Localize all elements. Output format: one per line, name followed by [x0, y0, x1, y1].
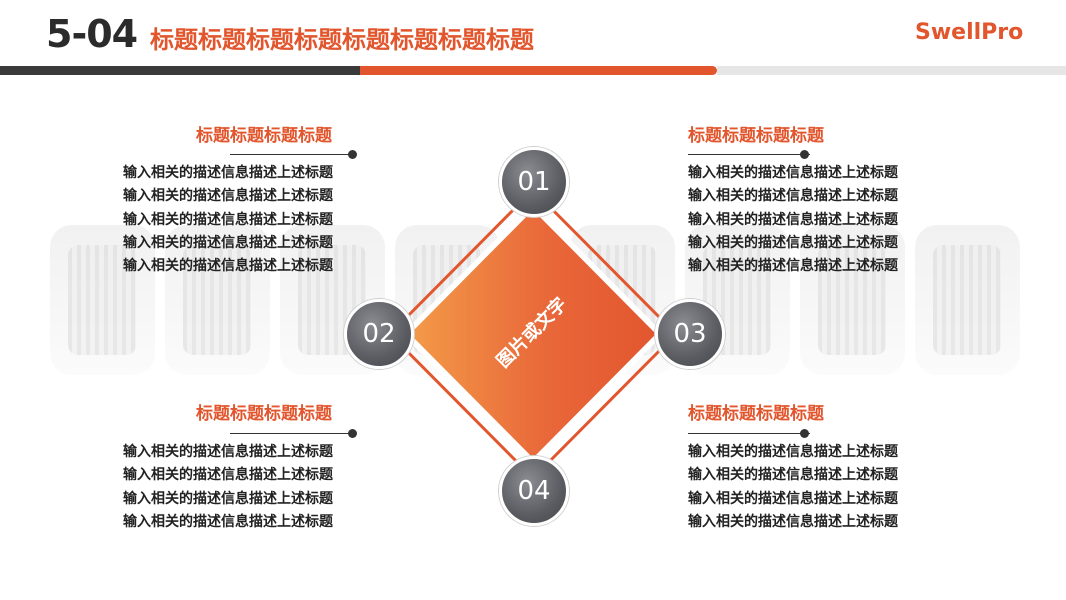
- header-bar-light: [717, 66, 1066, 75]
- slide-title: 标题标题标题标题标题标题标题标题: [150, 20, 534, 55]
- block-title: 标题标题标题标题: [196, 121, 332, 146]
- block-title: 标题标题标题标题: [196, 399, 332, 424]
- node-03: 03: [655, 299, 725, 369]
- slide-number: 5-04: [46, 12, 137, 56]
- header-bar-accent: [360, 66, 717, 75]
- block-description: 输入相关的描述信息描述上述标题 输入相关的描述信息描述上述标题 输入相关的描述信…: [688, 162, 898, 278]
- header-bar-dark: [0, 66, 360, 75]
- node-01: 01: [499, 147, 569, 217]
- divider-line: [230, 154, 352, 155]
- node-04: 04: [499, 456, 569, 526]
- node-02: 02: [344, 299, 414, 369]
- divider-dot: [800, 429, 809, 438]
- block-title: 标题标题标题标题: [688, 121, 824, 146]
- divider-line: [688, 154, 810, 155]
- divider-dot: [348, 150, 357, 159]
- center-diamond-graphic: 图片或文字: [372, 166, 696, 506]
- block-title: 标题标题标题标题: [688, 399, 824, 424]
- divider-dot: [348, 429, 357, 438]
- divider-line: [230, 433, 352, 434]
- divider-line: [688, 433, 810, 434]
- block-description: 输入相关的描述信息描述上述标题 输入相关的描述信息描述上述标题 输入相关的描述信…: [123, 162, 333, 278]
- background-product-image: [915, 225, 1020, 375]
- divider-dot: [800, 150, 809, 159]
- brand-logo: SwellPro: [915, 20, 1023, 45]
- block-description: 输入相关的描述信息描述上述标题 输入相关的描述信息描述上述标题 输入相关的描述信…: [123, 441, 333, 534]
- block-description: 输入相关的描述信息描述上述标题 输入相关的描述信息描述上述标题 输入相关的描述信…: [688, 441, 898, 534]
